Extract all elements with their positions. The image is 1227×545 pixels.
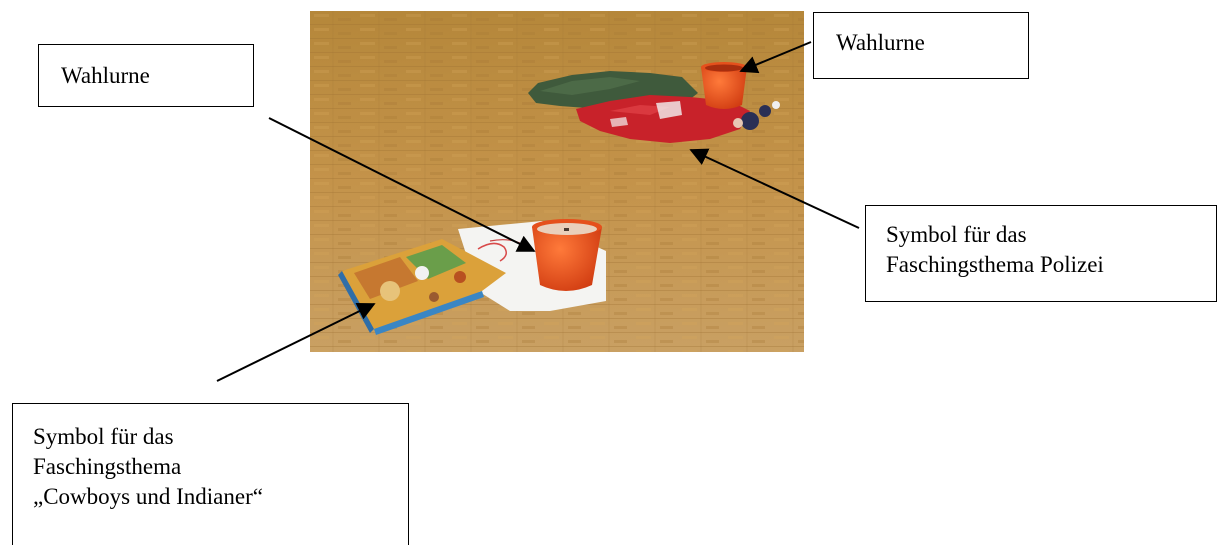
label-box-wahlurne-left: Wahlurne	[38, 44, 254, 107]
label-line: Faschingsthema Polizei	[886, 252, 1104, 277]
label-box-polizei: Symbol für das Faschingsthema Polizei	[865, 205, 1217, 302]
red-cloth	[576, 95, 750, 143]
label-line: Symbol für das	[33, 424, 174, 449]
label-line: „Cowboys und Indianer“	[33, 484, 263, 509]
label-line: Symbol für das	[886, 222, 1027, 247]
urn-top	[701, 62, 747, 109]
label-line: Faschingsthema	[33, 454, 182, 479]
label-text: Wahlurne	[836, 30, 925, 55]
label-box-wahlurne-right: Wahlurne	[813, 12, 1029, 79]
label-text: Wahlurne	[61, 63, 150, 88]
cloth-pile	[528, 71, 780, 143]
photo-floor-scene	[310, 11, 804, 352]
urn-bottom	[532, 219, 602, 291]
label-box-cowboys: Symbol für das Faschingsthema „Cowboys u…	[12, 403, 409, 545]
